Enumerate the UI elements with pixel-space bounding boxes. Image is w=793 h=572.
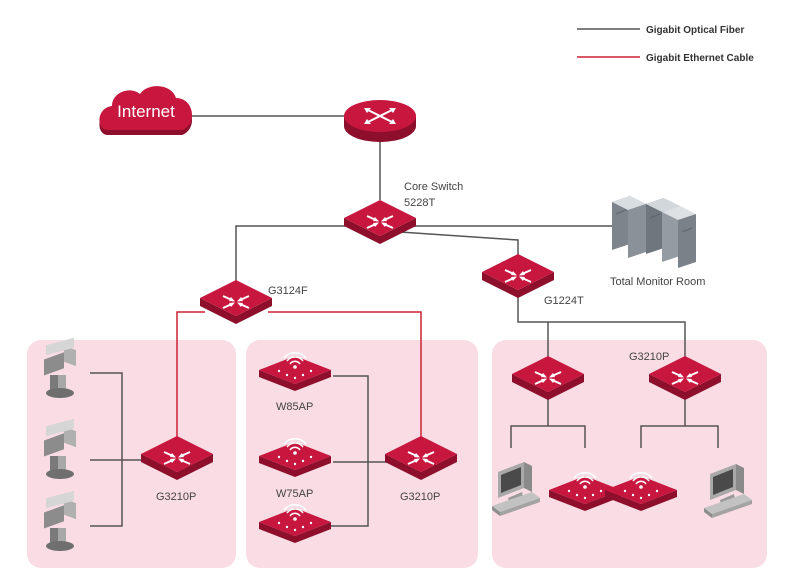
g1224t-label: G1224T [544, 295, 584, 307]
router-arrows-icon [364, 108, 396, 124]
server-rack-icon [612, 196, 696, 268]
g3124f-switch [200, 280, 272, 324]
w85ap-label: W85AP [276, 401, 313, 413]
monitor-room-label: Total Monitor Room [610, 276, 705, 288]
legend: Gigabit Optical Fiber Gigabit Ethernet C… [577, 25, 754, 64]
core-switch-label: Core Switch [404, 181, 463, 193]
core-switch-model-label: 5228T [404, 197, 435, 209]
g1224t-switch [482, 254, 554, 298]
g3210p-right-label: G3210P [629, 351, 669, 363]
internet-label: Internet [117, 102, 175, 121]
ethernet-links [176, 311, 422, 444]
fiber-links [90, 115, 719, 527]
office-zone [492, 340, 767, 568]
w75ap-label: W75AP [276, 488, 313, 500]
g3210p-left-label: G3210P [156, 491, 196, 503]
legend-fiber-label: Gigabit Optical Fiber [646, 25, 744, 36]
g3124f-label: G3124F [268, 285, 308, 297]
g3210p-mid-label: G3210P [400, 491, 440, 503]
legend-ethernet-label: Gigabit Ethernet Cable [646, 53, 754, 64]
camera-zone [27, 340, 236, 568]
wireless-zone [246, 340, 478, 568]
internet-cloud: Internet [99, 86, 193, 135]
router [344, 100, 416, 142]
